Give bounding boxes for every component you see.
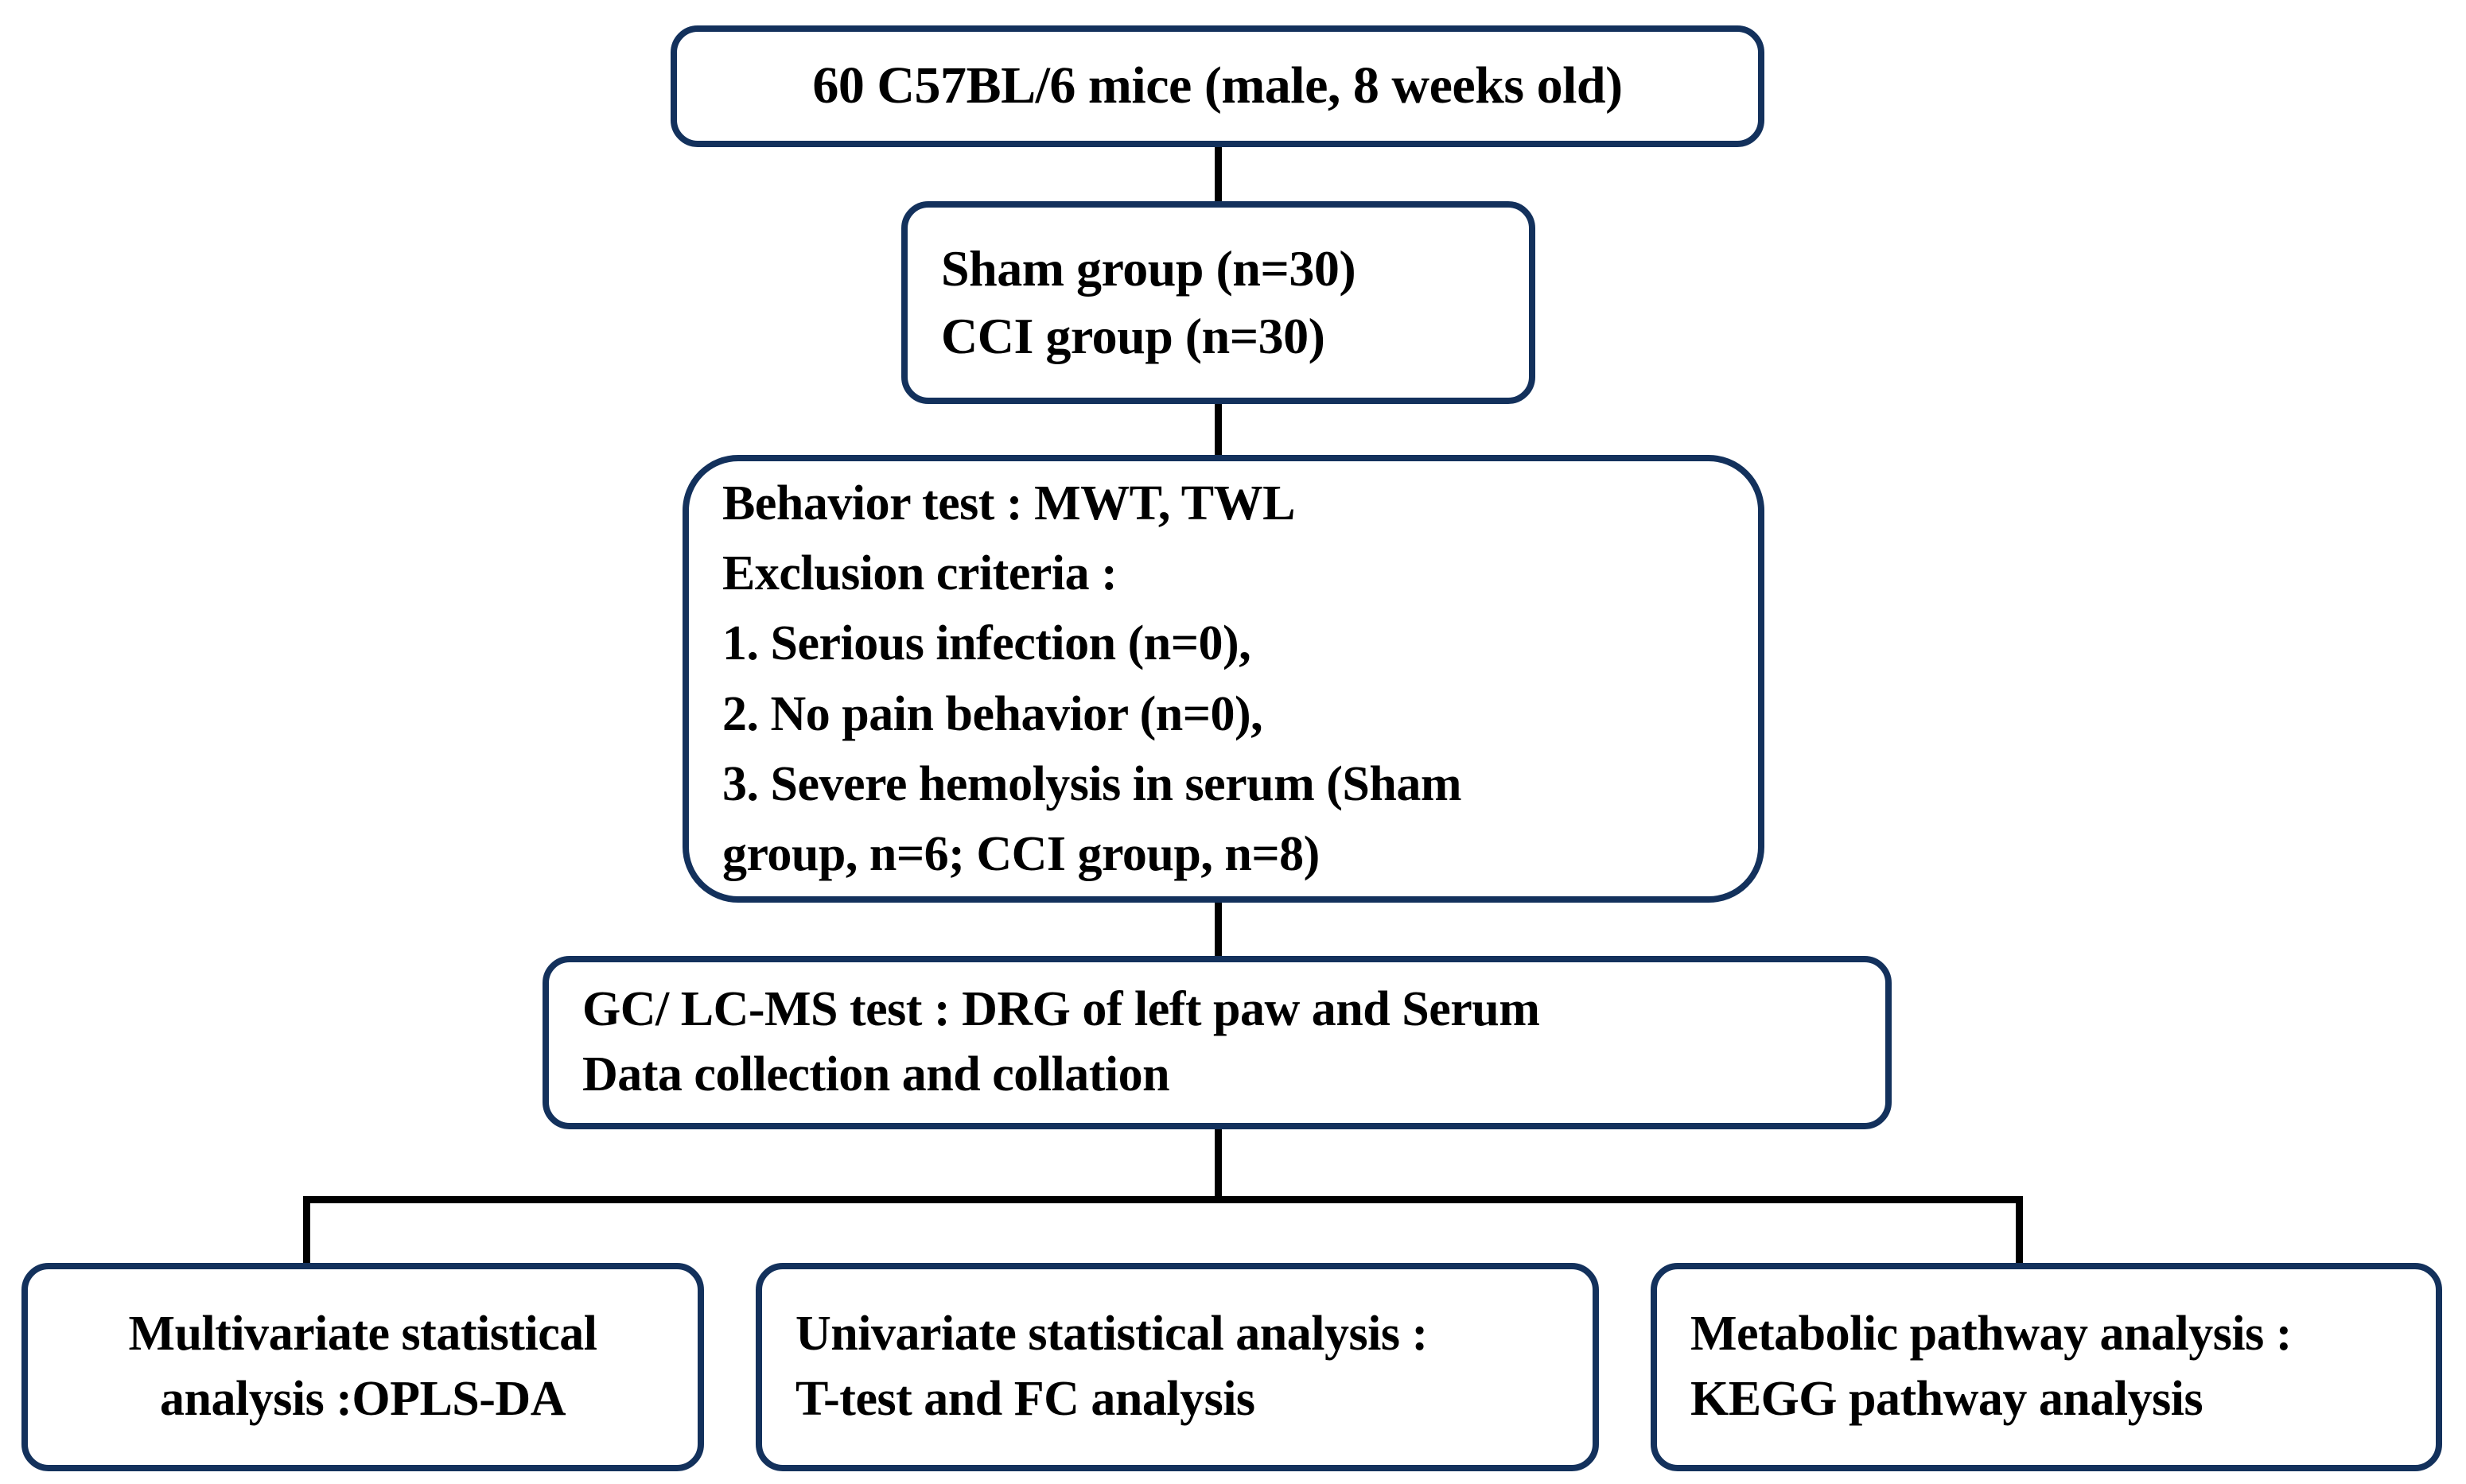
node-pathway-line-1: Metabolic pathway analysis : <box>1690 1307 2292 1362</box>
connector-bus-horizontal <box>303 1196 2023 1203</box>
node-cohort[interactable]: 60 C57BL/6 mice (male, 8 weeks old) <box>671 25 1764 147</box>
node-screening-line-3: 1. Serious infection (n=0), <box>722 616 1251 671</box>
connector-bus-to-pathway <box>2016 1196 2023 1266</box>
node-screening[interactable]: Behavior test : MWT, TWL Exclusion crite… <box>683 455 1764 903</box>
node-pathway[interactable]: Metabolic pathway analysis : KEGG pathwa… <box>1651 1263 2442 1471</box>
node-groups-line-1: Sham group (n=30) <box>941 240 1356 297</box>
connector-cohort-to-groups <box>1215 147 1222 204</box>
node-screening-line-5: 3. Severe hemolysis in serum (Sham <box>722 756 1462 811</box>
node-multivariate-line-2: analysis :OPLS-DA <box>160 1372 566 1426</box>
connector-bus-to-multivariate <box>303 1196 310 1266</box>
connector-groups-to-screening <box>1215 402 1222 459</box>
node-cohort-line-1: 60 C57BL/6 mice (male, 8 weeks old) <box>812 56 1623 115</box>
node-multivariate[interactable]: Multivariate statistical analysis :OPLS-… <box>21 1263 704 1471</box>
node-univariate-line-1: Univariate statistical analysis : <box>795 1307 1428 1362</box>
node-multivariate-line-1: Multivariate statistical <box>128 1307 597 1362</box>
node-groups[interactable]: Sham group (n=30) CCI group (n=30) <box>901 201 1535 404</box>
node-assay-line-1: GC/ LC-MS test : DRG of left paw and Ser… <box>582 982 1540 1037</box>
node-groups-line-2: CCI group (n=30) <box>941 307 1325 364</box>
node-univariate[interactable]: Univariate statistical analysis : T-test… <box>756 1263 1599 1471</box>
node-assay[interactable]: GC/ LC-MS test : DRG of left paw and Ser… <box>543 956 1892 1129</box>
node-pathway-line-2: KEGG pathway analysis <box>1690 1372 2203 1426</box>
connector-assay-to-bus <box>1215 1128 1222 1203</box>
node-screening-line-6: group, n=6; CCI group, n=8) <box>722 826 1320 881</box>
node-screening-line-1: Behavior test : MWT, TWL <box>722 476 1295 531</box>
connector-screening-to-assay <box>1215 900 1222 959</box>
node-assay-line-2: Data collection and collation <box>582 1047 1170 1101</box>
node-screening-line-2: Exclusion criteria : <box>722 546 1118 601</box>
node-screening-line-4: 2. No pain behavior (n=0), <box>722 686 1263 741</box>
node-univariate-line-2: T-test and FC analysis <box>795 1372 1255 1426</box>
